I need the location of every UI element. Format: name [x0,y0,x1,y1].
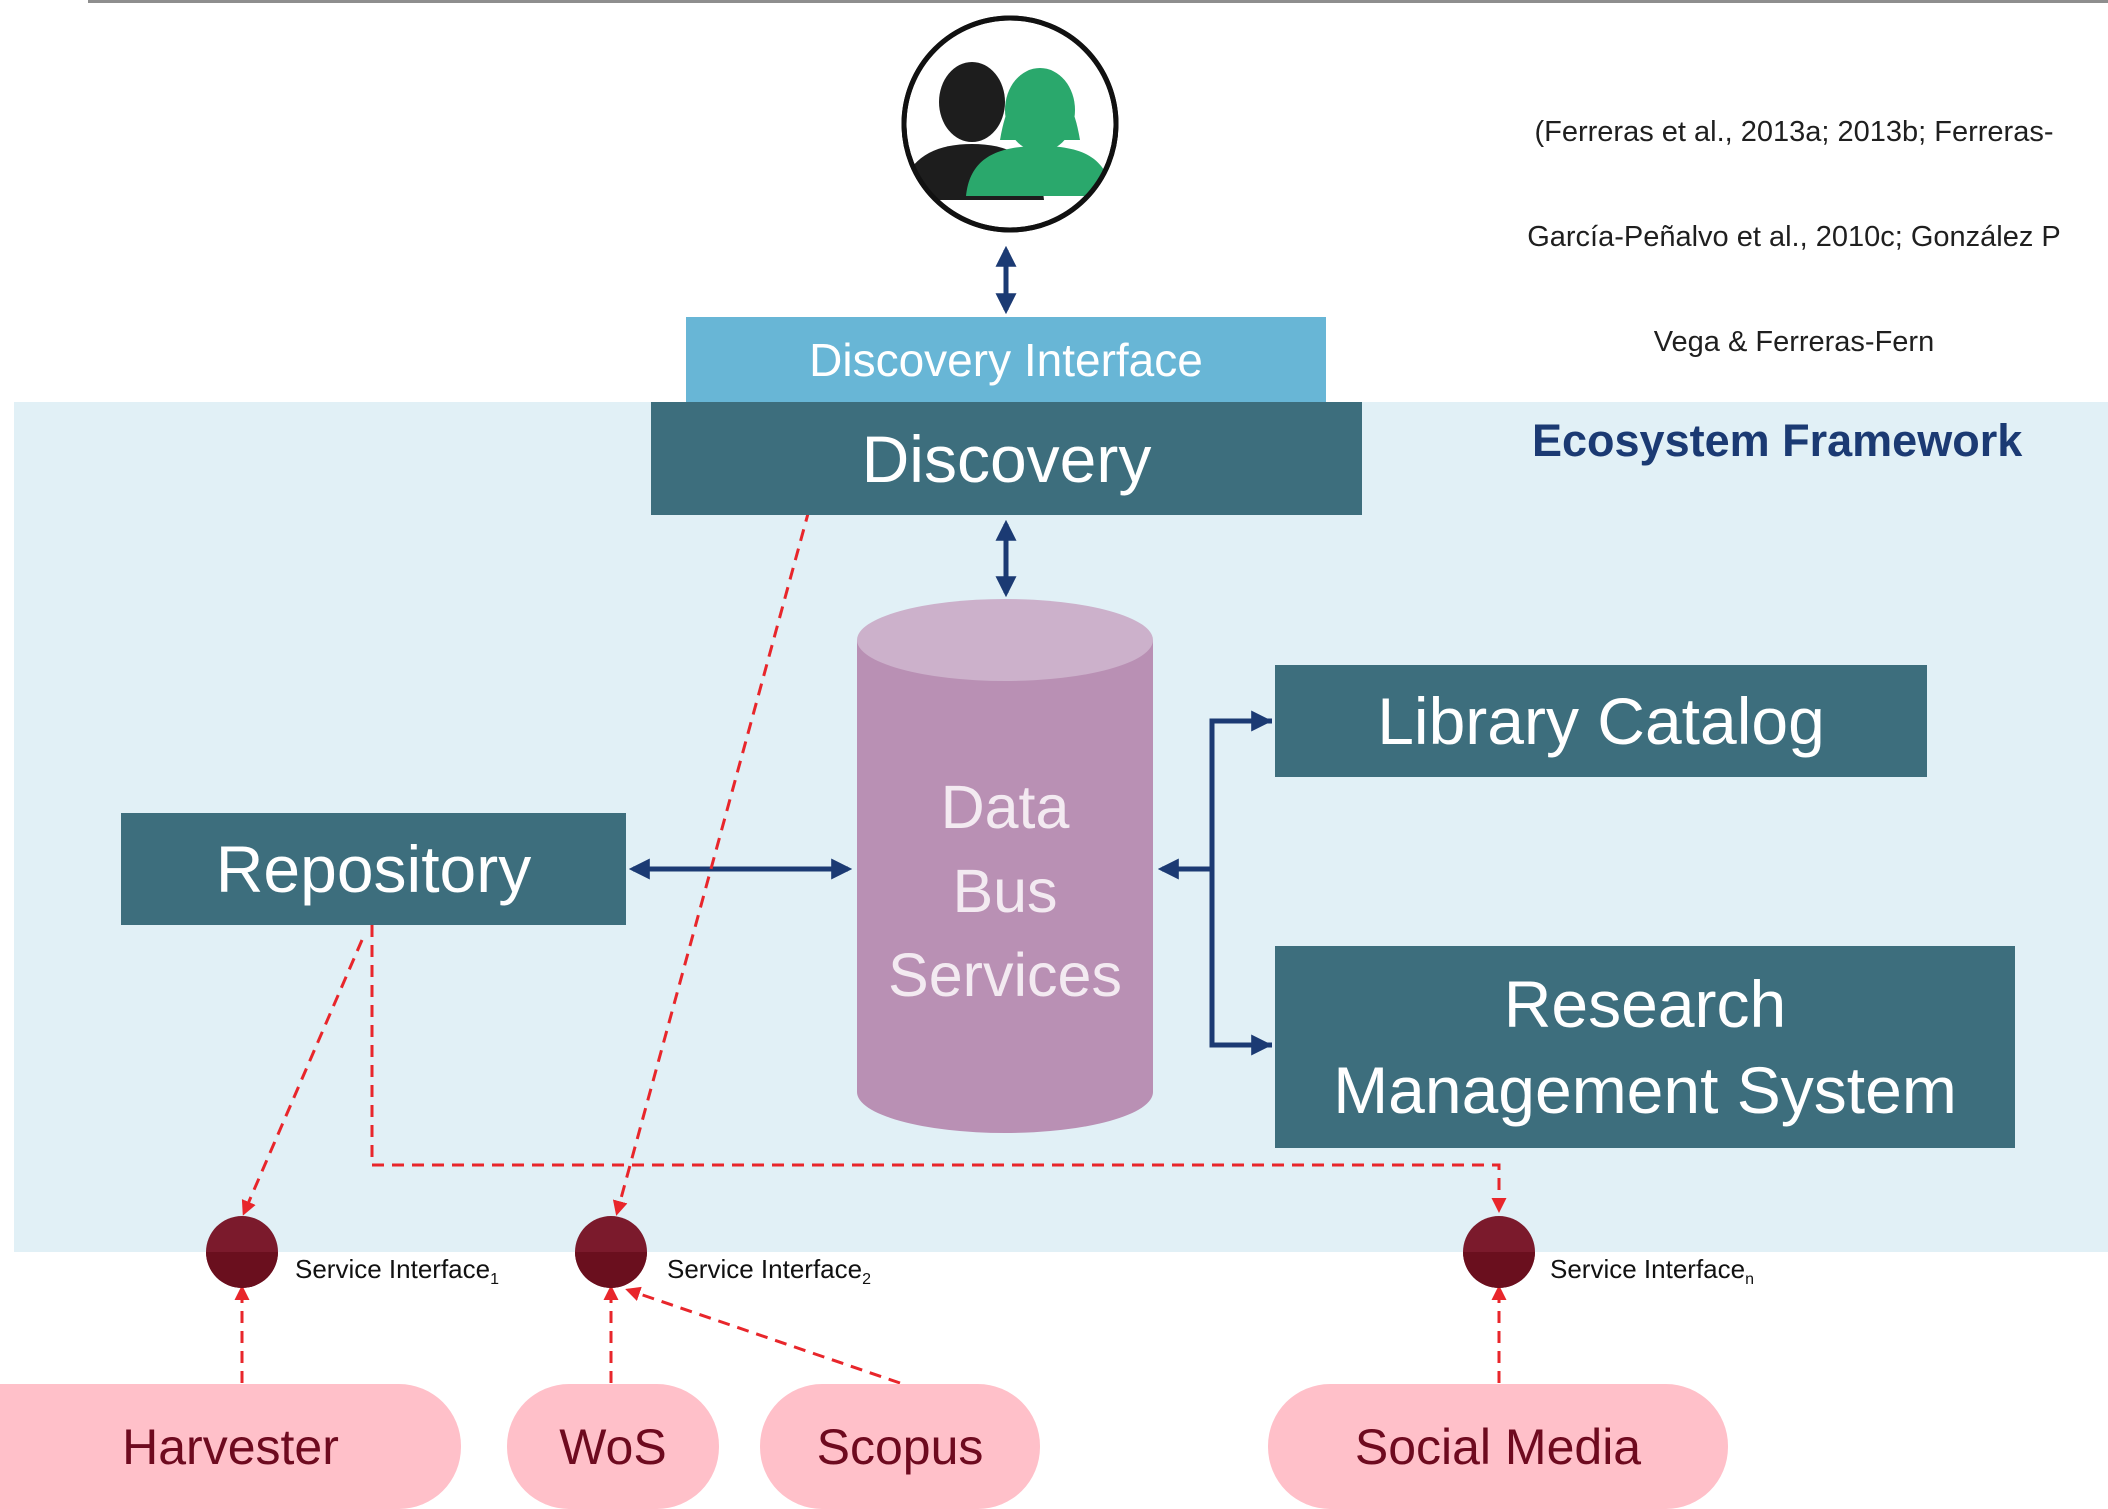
data-bus-label: Data Bus Services [860,765,1150,1017]
service-nodes [206,1216,1535,1288]
citation: (Ferreras et al., 2013a; 2013b; Ferreras… [1480,45,2108,395]
data-bus-cylinder [857,599,1153,1133]
citation-line: Vega & Ferreras-Fern [1653,326,1935,358]
research-line: Research [1503,967,1787,1041]
social-media-source: Social Media [1268,1384,1728,1509]
top-divider [88,0,2108,3]
citation-line: García-Peñalvo et al., 2010c; González P [1527,221,2061,253]
dashed-arrows [234,509,1507,1385]
service-interface-text: Service Interface [667,1254,863,1284]
solid-arrows [628,245,1273,1056]
service-interface-subscript: 1 [490,1271,499,1289]
research-management-box: Research Management System [1275,946,2015,1148]
repository-box: Repository [121,813,626,925]
service-interface-text: Service Interface [295,1254,491,1284]
discovery-box: Discovery [651,402,1362,515]
library-catalog-box: Library Catalog [1275,665,1927,777]
harvester-source: Harvester [0,1384,461,1509]
data-bus-line: Data [940,773,1070,841]
discovery-interface-box: Discovery Interface [686,317,1326,402]
framework-label: Ecosystem Framework [1532,415,2023,466]
data-bus-line: Bus [952,857,1058,925]
users-icon [901,15,1119,233]
service-interface-n-label: Service Interfacen [1550,1254,1754,1289]
scopus-source: Scopus [760,1384,1040,1509]
data-bus-line: Services [888,941,1122,1009]
research-line: Management System [1333,1053,1957,1127]
wos-source: WoS [507,1384,719,1509]
service-interface-subscript: n [1745,1271,1754,1289]
service-interface-2-label: Service Interface2 [667,1254,871,1289]
citation-line: (Ferreras et al., 2013a; 2013b; Ferreras… [1534,116,2054,148]
service-interface-subscript: 2 [862,1271,871,1289]
service-interface-text: Service Interface [1550,1254,1746,1284]
service-interface-1-label: Service Interface1 [295,1254,499,1289]
